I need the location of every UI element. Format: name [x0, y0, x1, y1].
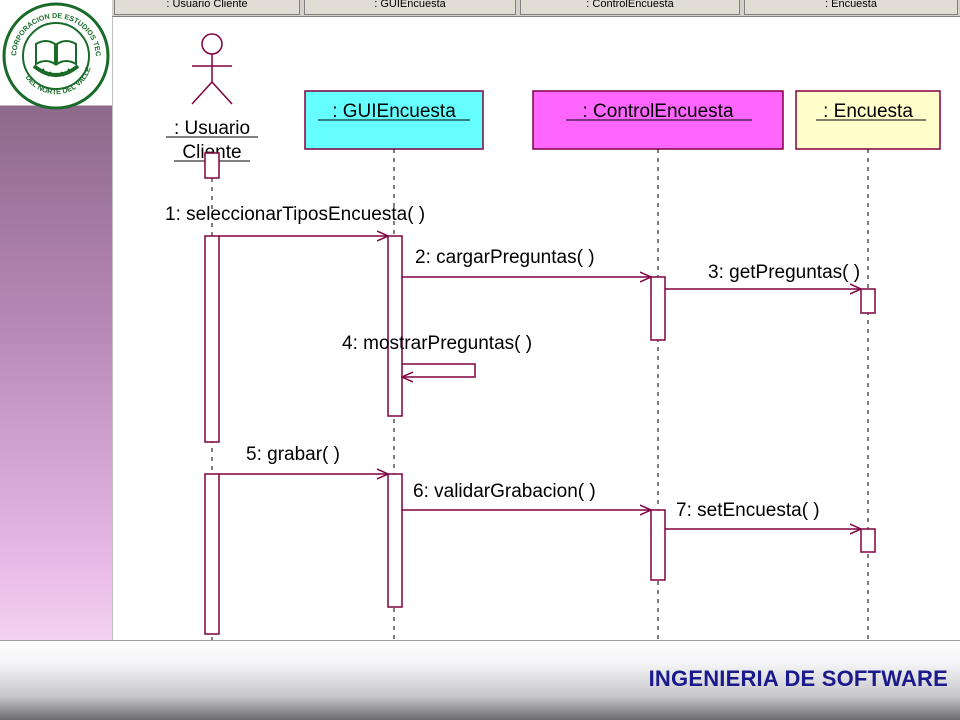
object-gui-encuesta: : GUIEncuesta: [304, 90, 484, 150]
header-col-control: : ControlEncuesta: [520, 0, 740, 15]
activation-usuario-0: [204, 152, 220, 179]
actor-usuario-cliente: [191, 33, 233, 105]
object-label-control: : ControlEncuesta: [582, 101, 733, 122]
message-label-3: 3: getPreguntas( ): [708, 262, 860, 283]
activation-encuesta-2: [860, 528, 876, 553]
header-col-encuesta: : Encuesta: [744, 0, 958, 15]
diagram-header-bar: : Usuario Cliente : GUIEncuesta : Contro…: [112, 0, 960, 17]
message-label-5: 5: grabar( ): [246, 444, 340, 465]
footer-title: INGENIERIA DE SOFTWARE: [648, 666, 948, 691]
message-label-4: 4: mostrarPreguntas( ): [342, 333, 532, 354]
activation-gui-1: [387, 235, 403, 417]
object-label-gui: : GUIEncuesta: [332, 101, 456, 122]
sequence-diagram: : Usuario Cliente : GUIEncuesta : Contro…: [165, 33, 941, 640]
activation-gui-2: [387, 473, 403, 608]
message-label-2: 2: cargarPreguntas( ): [415, 247, 595, 268]
object-label-encuesta: : Encuesta: [823, 101, 913, 122]
activation-usuario-2: [204, 473, 220, 635]
header-col-usuario: : Usuario Cliente: [114, 0, 300, 15]
object-encuesta: : Encuesta: [795, 90, 941, 150]
object-control-encuesta: : ControlEncuesta: [532, 90, 784, 150]
message-label-6: 6: validarGrabacion( ): [413, 481, 596, 502]
footer-bar: [0, 640, 960, 720]
message-arrow-4-self: [402, 363, 476, 377]
actor-head: [201, 33, 223, 55]
actor-label-line1: : Usuario: [174, 118, 250, 139]
message-label-7: 7: setEncuesta( ): [676, 500, 820, 521]
activation-encuesta-1: [860, 288, 876, 314]
activation-control-1: [650, 276, 666, 341]
activation-usuario-1: [204, 235, 220, 443]
logo-seal: CORPORACION DE ESTUDIOS TECNOLOGICOS DEL…: [0, 0, 110, 110]
message-label-1: 1: seleccionarTiposEncuesta( ): [165, 204, 425, 225]
activation-control-2: [650, 509, 666, 581]
footer-divider: [0, 640, 960, 641]
header-col-gui: : GUIEncuesta: [304, 0, 516, 15]
